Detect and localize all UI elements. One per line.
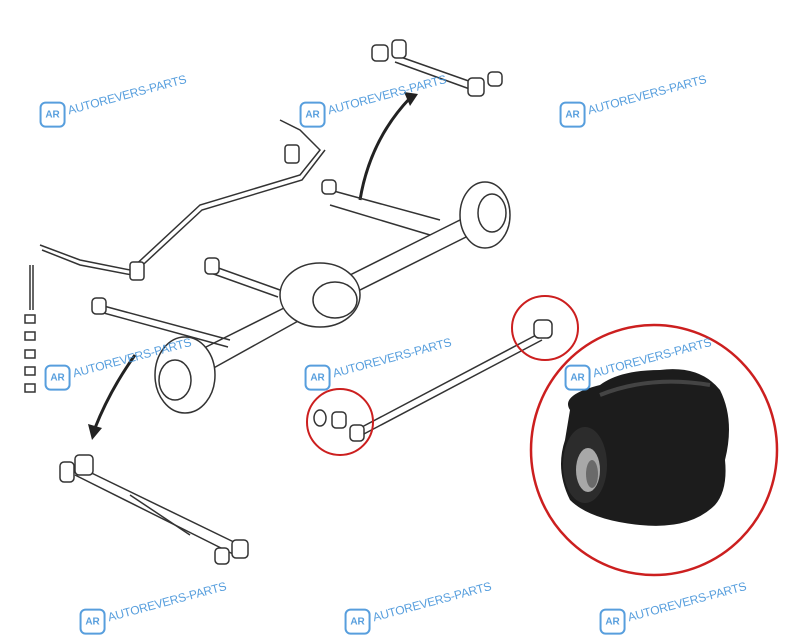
lower-control-arm-exploded (59, 454, 249, 565)
ar-logo-icon: AR (304, 364, 331, 391)
lateral-rod (313, 319, 553, 442)
upper-control-arm-exploded (371, 39, 503, 97)
highlight-circle-bushing-photo (529, 323, 779, 577)
highlight-circle-bushing-kit (306, 388, 374, 456)
bushing-photo (561, 369, 729, 526)
ar-logo-icon: AR (564, 364, 591, 391)
arrow-up-icon (358, 96, 412, 201)
arrow-down-icon (93, 354, 137, 429)
ar-logo-icon: AR (39, 101, 66, 128)
stabilizer-bar (39, 119, 322, 271)
ar-logo-icon: AR (79, 608, 106, 635)
ar-logo-icon: AR (344, 608, 371, 635)
ar-logo-icon: AR (559, 101, 586, 128)
ar-logo-icon: AR (599, 608, 626, 635)
ar-logo-icon: AR (299, 101, 326, 128)
rear-suspension-diagram (24, 39, 779, 577)
bushing-stack (24, 314, 36, 393)
ar-logo-icon: AR (44, 364, 71, 391)
rear-axle (91, 179, 511, 414)
highlight-circle-bushing-end (511, 295, 579, 361)
